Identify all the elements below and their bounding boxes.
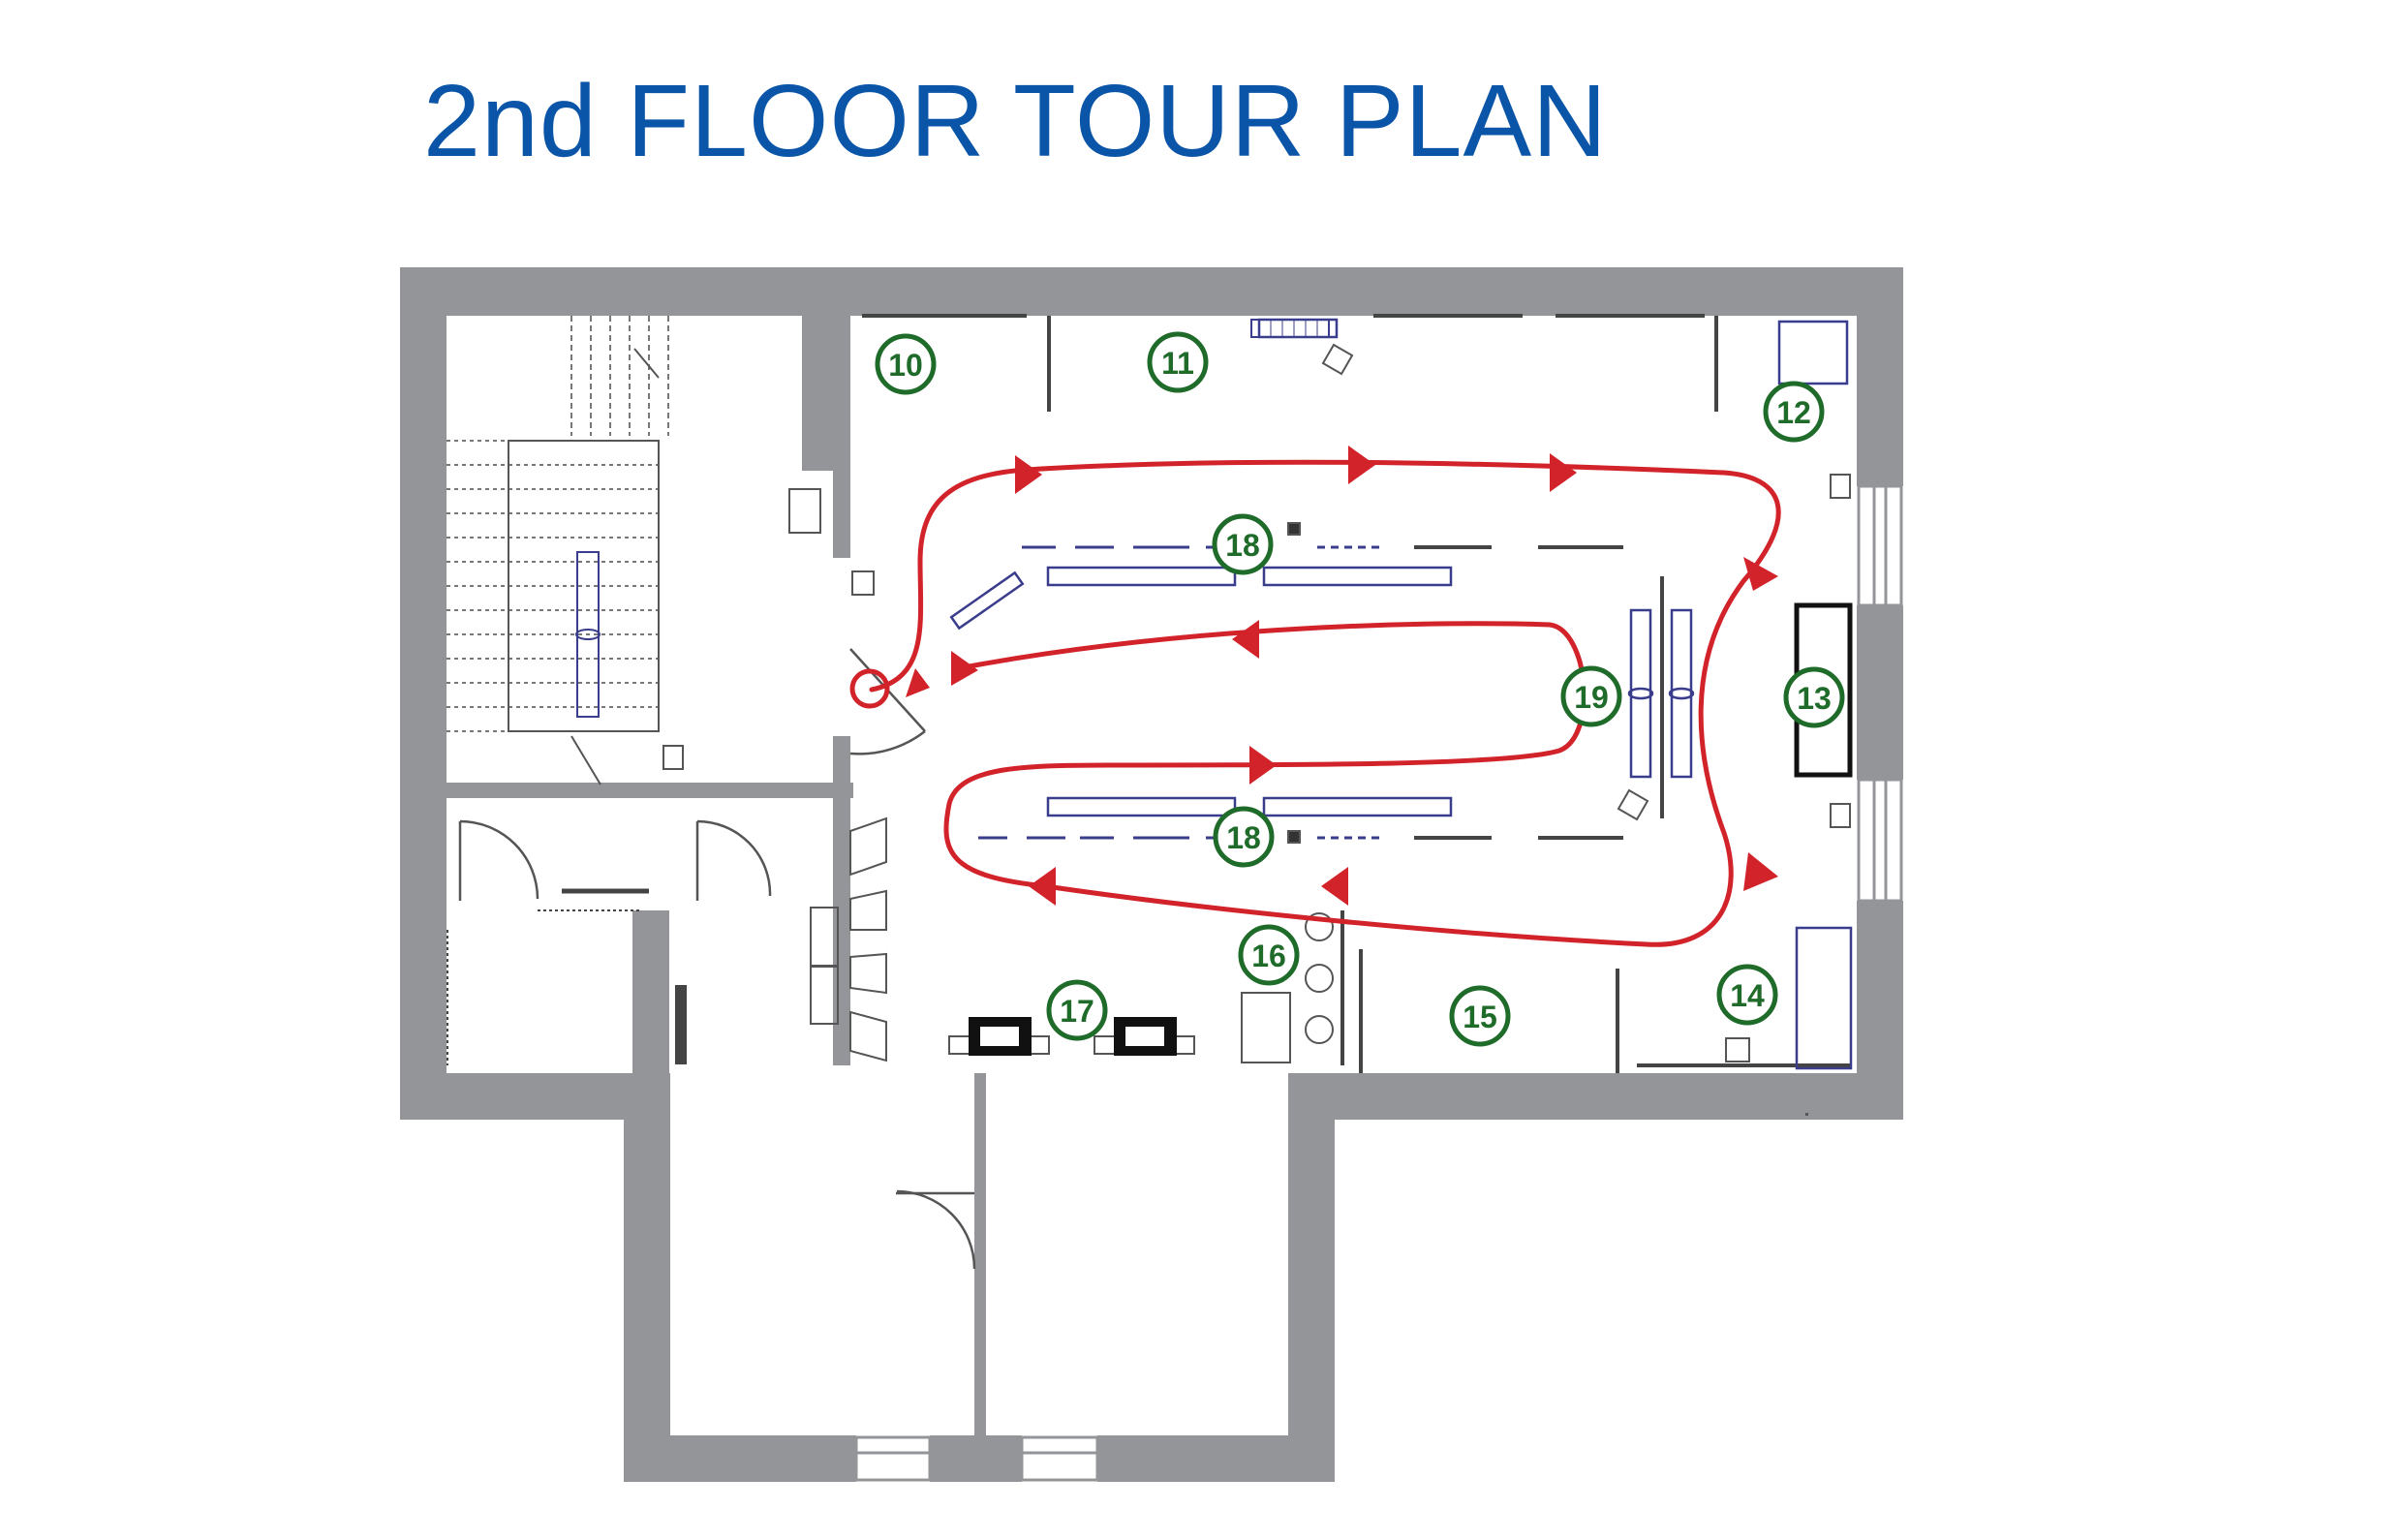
stop-17: 17 (1046, 979, 1108, 1041)
desks (948, 1017, 1195, 1056)
closet (447, 888, 687, 1065)
stop-18-top: 18 (1212, 513, 1274, 575)
svg-text:19: 19 (1574, 680, 1609, 715)
tour-route (849, 459, 1781, 947)
svg-text:17: 17 (1060, 994, 1094, 1029)
svg-text:18: 18 (1226, 820, 1261, 855)
svg-text:13: 13 (1797, 681, 1832, 716)
svg-text:11: 11 (1161, 346, 1194, 381)
stop-14: 14 (1716, 964, 1778, 1026)
svg-text:18: 18 (1225, 528, 1260, 563)
svg-text:16: 16 (1251, 939, 1286, 973)
small-fixtures (662, 343, 1851, 1116)
walls (400, 267, 1903, 1482)
stop-10: 10 (875, 333, 937, 395)
doors (458, 648, 976, 1270)
svg-text:15: 15 (1463, 1000, 1497, 1034)
stop-markers: 10 11 12 13 14 15 16 17 (875, 331, 1845, 1047)
ramps (849, 816, 887, 1063)
staircase (447, 316, 669, 785)
stop-18-bottom: 18 (1213, 806, 1275, 868)
display-cases (949, 318, 1853, 1070)
route-path (869, 459, 1781, 947)
svg-text:10: 10 (888, 348, 923, 383)
start-marker (849, 668, 890, 709)
svg-text:14: 14 (1730, 978, 1765, 1013)
stop-19: 19 (1560, 665, 1622, 727)
stop-15: 15 (1449, 985, 1511, 1047)
stop-13: 13 (1783, 666, 1845, 728)
route-arrows (906, 446, 1778, 906)
svg-text:12: 12 (1776, 395, 1811, 430)
windows (492, 484, 1903, 1482)
stop-11: 11 (1147, 331, 1209, 393)
page-title: 2nd FLOOR TOUR PLAN (423, 64, 1608, 178)
stop-16: 16 (1238, 924, 1300, 986)
stop-12: 12 (1763, 381, 1825, 443)
partitions (862, 314, 1850, 1073)
